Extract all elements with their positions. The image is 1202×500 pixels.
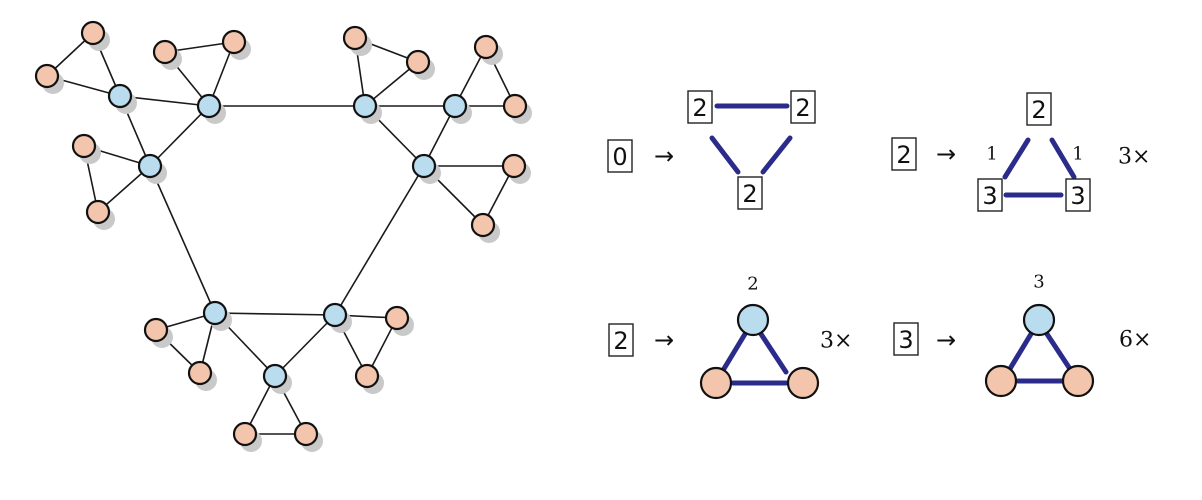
leaf-node <box>405 49 435 80</box>
leaf-node <box>71 133 101 164</box>
leaf-node <box>187 360 217 391</box>
state-box <box>790 90 816 124</box>
multiplier-label: 3× <box>820 329 852 354</box>
leaf-node <box>473 34 503 65</box>
network-edge <box>214 312 336 316</box>
rule-edge <box>760 135 793 175</box>
source-box-label: 3 <box>898 326 913 354</box>
edge-label: 1 <box>1072 144 1083 165</box>
core-node <box>322 302 352 333</box>
multiplier-label: 6× <box>1119 328 1151 353</box>
leaf-node <box>984 364 1018 398</box>
source-box <box>607 139 633 173</box>
network-nodes <box>34 20 532 452</box>
rule-edge <box>1049 137 1077 180</box>
state-box-label: 2 <box>1031 96 1046 124</box>
network-graph <box>34 20 532 452</box>
state-box-label: 2 <box>692 94 707 122</box>
leaf-node <box>470 212 500 243</box>
leaf-node <box>354 363 384 394</box>
core-node <box>107 83 137 114</box>
state-box-label: 2 <box>742 180 757 208</box>
rule-2: 2 → 1 1 2 3 3 3× <box>891 92 1150 212</box>
source-box-label: 2 <box>613 327 628 355</box>
state-box <box>687 90 713 124</box>
state-box <box>737 176 763 210</box>
leaf-node <box>342 25 372 56</box>
edge-label: 1 <box>986 144 997 165</box>
rule-edge <box>709 135 741 175</box>
leaf-node <box>221 29 251 60</box>
network-edge <box>149 165 216 314</box>
source-box <box>893 322 919 356</box>
core-node <box>1022 303 1056 337</box>
leaf-node <box>699 366 733 400</box>
rule-edge <box>758 331 789 375</box>
rule-4: 3 → 3 6× <box>893 272 1151 398</box>
leaf-node <box>502 93 532 124</box>
node-label: 3 <box>1033 272 1044 293</box>
rule-edge <box>719 331 748 375</box>
rule-edge <box>1044 331 1075 375</box>
rule-edge <box>1005 331 1034 375</box>
core-node <box>202 300 232 331</box>
multiplier-label: 3× <box>1118 145 1150 170</box>
leaf-node <box>1061 364 1095 398</box>
leaf-node <box>232 421 262 452</box>
core-node <box>262 363 292 394</box>
core-node <box>736 303 770 337</box>
state-box-label: 2 <box>795 94 810 122</box>
state-box-label: 3 <box>982 182 997 210</box>
leaf-node <box>501 153 531 184</box>
core-node <box>411 153 441 184</box>
state-box <box>1026 92 1052 126</box>
rule-1: 0 → 2 2 2 <box>607 90 816 210</box>
source-box <box>891 137 917 171</box>
core-node <box>442 93 472 124</box>
source-box <box>608 323 634 357</box>
rule-arrow: → <box>936 140 956 168</box>
leaf-node <box>34 63 64 94</box>
leaf-node <box>143 317 173 348</box>
rule-arrow: → <box>936 326 956 354</box>
network-edge <box>334 165 425 316</box>
leaf-node <box>786 366 820 400</box>
network-edge <box>149 105 210 167</box>
rule-edge <box>1002 137 1031 180</box>
rule-arrow: → <box>654 142 674 170</box>
rule-arrow: → <box>654 326 674 354</box>
network-edge <box>274 314 336 377</box>
leaf-node <box>384 305 414 336</box>
leaf-node <box>85 199 115 230</box>
core-node <box>137 153 167 184</box>
rule-3: 2 → 2 3× <box>608 274 852 400</box>
core-node <box>352 93 382 124</box>
leaf-node <box>293 421 323 452</box>
state-box-label: 3 <box>1070 182 1085 210</box>
node-label: 2 <box>747 274 758 295</box>
leaf-node <box>152 39 182 70</box>
source-box-label: 0 <box>612 143 627 171</box>
leaf-node <box>80 20 110 51</box>
state-box <box>977 178 1003 212</box>
core-node <box>196 93 226 124</box>
state-box <box>1065 178 1091 212</box>
source-box-label: 2 <box>896 141 911 169</box>
